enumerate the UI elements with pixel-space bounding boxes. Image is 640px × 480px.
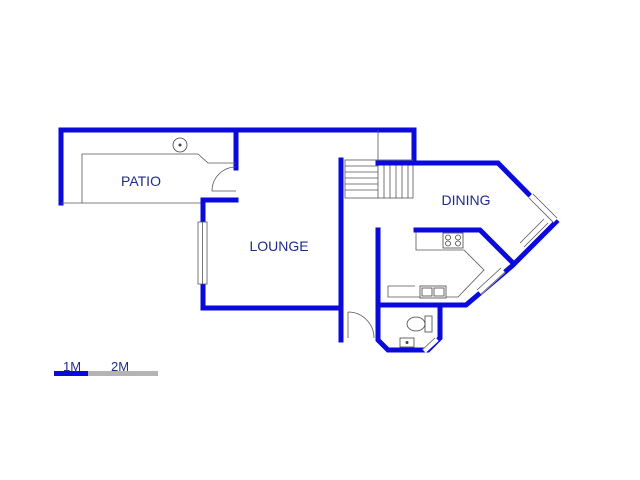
patio-wall: [58, 127, 239, 206]
wc-window-pane: [421, 337, 436, 351]
staircase: [344, 130, 414, 199]
dining-label: DINING: [442, 192, 491, 208]
patio-label: PATIO: [121, 173, 161, 189]
scale-segment-dark: [54, 371, 88, 376]
dining-window-lower: [519, 218, 549, 248]
lounge-label: LOUNGE: [249, 238, 308, 254]
kitchen-partition-wall: [413, 227, 516, 266]
patio-area: [58, 127, 239, 206]
wc-area: [347, 302, 443, 353]
wc-window: [422, 337, 439, 353]
patio-door-swing-icon: [211, 166, 237, 192]
scale-label-1m: 1M: [63, 359, 81, 374]
lounge-left-wall: [200, 197, 344, 343]
lounge-top-wall: [233, 127, 417, 163]
kitchen-counter: [387, 232, 485, 298]
stove-icon: [442, 232, 464, 249]
kitchen-window: [476, 267, 506, 295]
patio-basin-drain-icon: [178, 143, 182, 147]
patio-railing: [81, 153, 236, 203]
scale-label-2m: 2M: [111, 359, 129, 374]
wc-wall: [375, 302, 443, 353]
wc-basin-icon: [399, 337, 415, 348]
kitchen-sink-icon: [419, 285, 447, 299]
scale-bar: 1M 2M: [54, 359, 158, 376]
wc-door-swing-icon: [347, 311, 375, 339]
lounge-area: [197, 127, 417, 343]
dining-window-upper: [528, 192, 559, 223]
toilet-icon: [406, 315, 433, 333]
scale-segment-light: [88, 371, 158, 376]
